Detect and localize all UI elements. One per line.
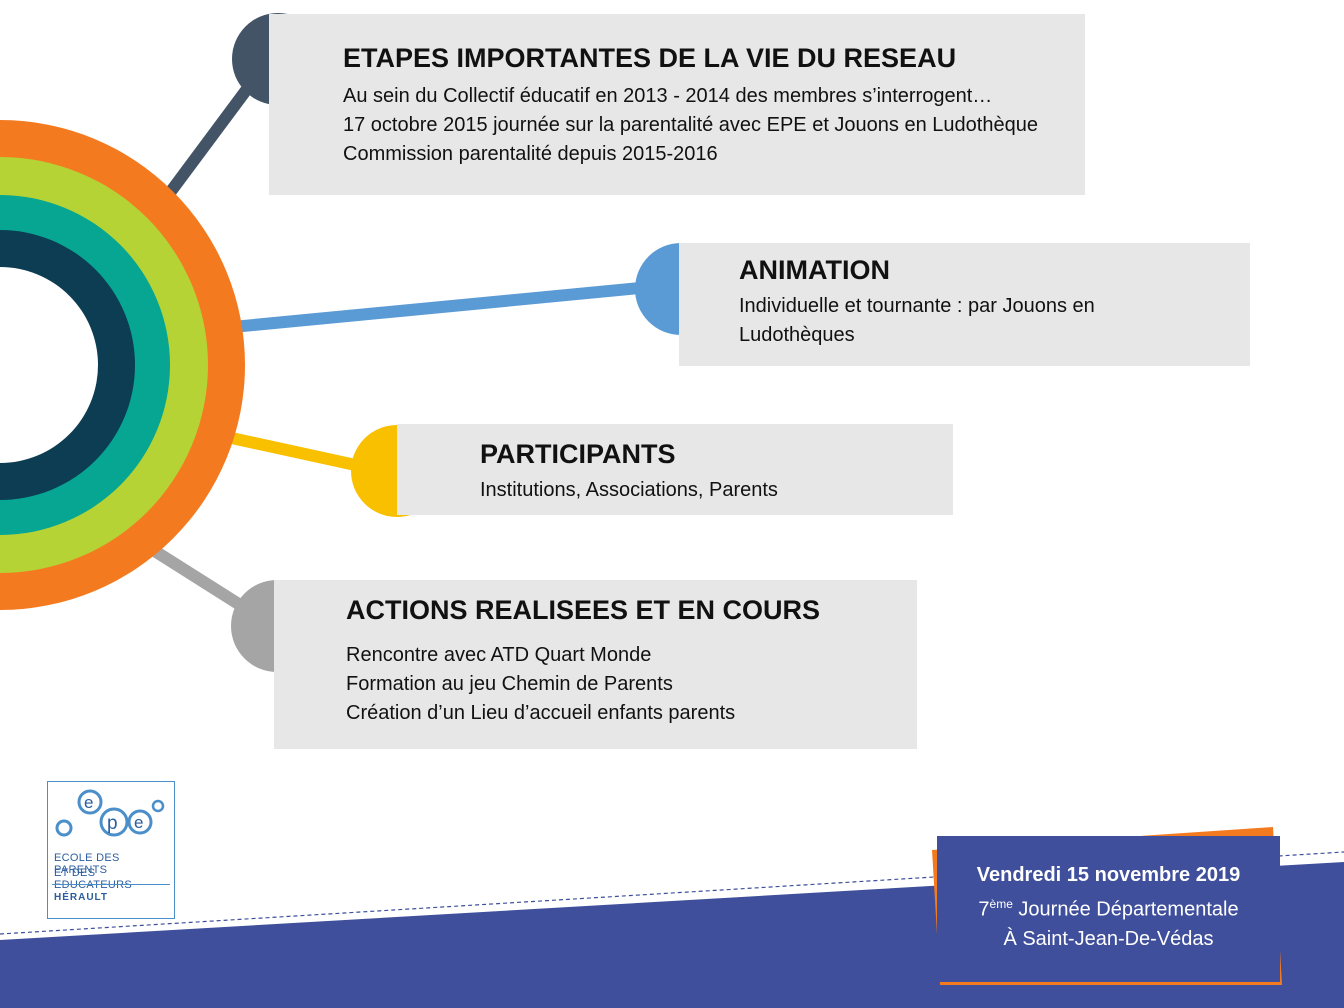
epe-logo: e p e ECOLE DES PARENTS ET DES EDUCATEUR… (47, 781, 175, 919)
event-name-line: 7ème Journée Départementale (937, 890, 1280, 925)
section-title-2: ANIMATION (739, 255, 890, 285)
section-3-line-1: Institutions, Associations, Parents (480, 479, 778, 501)
event-date: Vendredi 15 novembre 2019 (976, 864, 1241, 886)
svg-text:e: e (134, 813, 143, 832)
section-4-line-2: Formation au jeu Chemin de Parents (346, 673, 673, 695)
connector-4 (146, 542, 252, 616)
section-4-line-3: Création d’un Lieu d’accueil enfants par… (346, 702, 736, 724)
logo-region: HÉRAULT (54, 892, 109, 903)
event-name: Journée Départementale (1012, 898, 1239, 921)
section-box-3: PARTICIPANTS Institutions, Associations,… (397, 424, 953, 515)
event-ordinal-suffix: ème (989, 897, 1013, 911)
svg-text:p: p (107, 813, 118, 834)
ring-center (0, 267, 98, 463)
event-box: Vendredi 15 novembre 2019 7ème Journée D… (937, 836, 1280, 982)
event-place: À Saint-Jean-De-Védas (1003, 927, 1214, 950)
event-ordinal: 7 (978, 898, 990, 921)
section-box-1: ETAPES IMPORTANTES DE LA VIE DU RESEAU A… (269, 14, 1085, 195)
connector-2 (169, 282, 641, 339)
section-box-2: ANIMATION Individuelle et tournante : pa… (679, 243, 1250, 366)
section-2-line-1: Individuelle et tournante : par Jouons e… (739, 295, 1095, 346)
section-1-line-3: Commission parentalité depuis 2015-2016 (343, 143, 718, 165)
section-4-line-1: Rencontre avec ATD Quart Monde (346, 644, 652, 666)
logo-line-2: ET DES EDUCATEURS (54, 867, 132, 891)
section-box-4: ACTIONS REALISEES ET EN COURS Rencontre … (274, 580, 917, 749)
section-title-3: PARTICIPANTS (480, 439, 676, 469)
logo-line-1: ECOLE DES PARENTS (54, 852, 120, 876)
section-1-line-1: Au sein du Collectif éducatif en 2013 - … (343, 85, 993, 107)
epe-bubbles-icon: e p e (55, 789, 165, 837)
section-title-4: ACTIONS REALISEES ET EN COURS (346, 595, 821, 625)
svg-text:e: e (84, 793, 93, 812)
section-1-line-2: 17 octobre 2015 journée sur la parentali… (343, 114, 1038, 136)
section-title-1: ETAPES IMPORTANTES DE LA VIE DU RESEAU (343, 43, 957, 73)
